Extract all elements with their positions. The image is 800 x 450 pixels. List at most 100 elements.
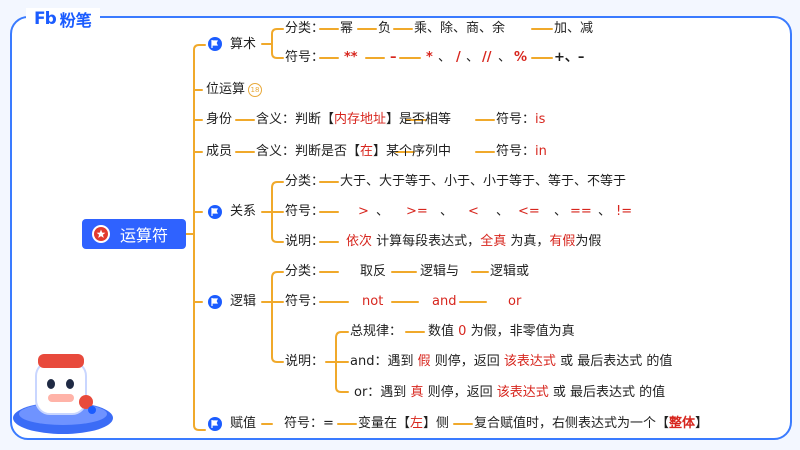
logic-rule-em: 0 [458, 324, 467, 339]
relation-desc-tail: 为假 [575, 234, 602, 249]
brand-mark: Fb [34, 9, 57, 29]
relation-sym-ne: != [616, 204, 633, 219]
assign-sym: 符号：= [284, 416, 334, 431]
assign-side-tail: 】侧 [423, 416, 450, 431]
member-meaning-label: 含义：判断是否【 [256, 144, 361, 159]
relation-type-label: 分类： [285, 174, 325, 189]
arith-sym-mod: % [514, 50, 528, 65]
logic-sym-label: 符号： [285, 294, 325, 309]
assign-compound-tail: 】 [695, 416, 709, 431]
arith-sym-label: 符号： [285, 50, 325, 65]
relation-sym-le: <= [518, 204, 540, 219]
arith-sym-pow: ** [344, 50, 358, 65]
arith-sep-3: 、 [498, 50, 512, 65]
logic-sym-or: or [508, 294, 522, 309]
arith-sep-2: 、 [466, 50, 480, 65]
logic-desc-label: 说明： [285, 354, 325, 369]
logic-sym-and: and [432, 294, 457, 309]
brand-logo: Fb 粉笔 [26, 8, 100, 30]
arith-type-4: 加、减 [554, 21, 594, 36]
arith-type-label: 分类： [285, 21, 325, 36]
arith-sym-neg: – [390, 50, 397, 65]
logic-or-mid: 则停，返回 [427, 385, 493, 400]
logic-or-em2: 该表达式 [496, 385, 549, 400]
member-label: 成员 [206, 144, 233, 159]
logic-and-mid: 则停，返回 [434, 354, 500, 369]
logic-rule-pre: 数值 [428, 324, 455, 339]
assign-label: 赋值 [230, 416, 257, 431]
arith-type-1: 幂 [340, 21, 354, 36]
logic-and-tail: 或 最后表达式 的值 [560, 354, 673, 369]
relation-desc-mid2: 为真， [510, 234, 550, 249]
relation-label: 关系 [230, 204, 257, 219]
member-sym-label: 符号： [496, 144, 536, 159]
member-meaning: 含义：判断是否【在】某个序列中 [256, 144, 451, 160]
identity-sym: 符号：is [496, 112, 545, 128]
relation-types: 大于、大于等于、小于、小于等于、等于、不等于 [340, 174, 627, 189]
logic-label: 逻辑 [230, 294, 257, 309]
root-label: 运算符 [120, 226, 169, 245]
arith-sym-floordiv: // [482, 50, 492, 65]
relation-sym-lt: < [468, 204, 479, 219]
assign-compound-em: 整体 [669, 416, 696, 431]
logic-or-em: 真 [410, 385, 424, 400]
assign-side-pre: 变量在【 [358, 416, 411, 431]
logic-and-em: 假 [417, 354, 431, 369]
logic-or-tail: 或 最后表达式 的值 [552, 385, 666, 400]
flag-icon [208, 37, 222, 51]
assign-side-em: 左 [410, 416, 424, 431]
arith-sep-1: 、 [438, 50, 452, 65]
logic-type-and: 逻辑与 [420, 264, 460, 279]
brand-name: 粉笔 [59, 11, 92, 30]
relation-sym-label: 符号： [285, 204, 325, 219]
assign-compound-pre: 复合赋值时，右侧表达式为一个【 [474, 416, 670, 431]
arith-sym-div: / [456, 50, 461, 65]
assign-side: 变量在【左】侧 [358, 416, 449, 432]
relation-sep-2: 、 [440, 204, 454, 219]
logic-type-or: 逻辑或 [490, 264, 530, 279]
mascot-illustration [13, 354, 113, 434]
identity-label: 身份 [206, 112, 233, 127]
bitwise-label: 位运算 [206, 82, 246, 97]
arith-label: 算术 [230, 37, 257, 52]
relation-sym-eq: == [570, 204, 592, 219]
flag-icon [208, 205, 222, 219]
relation-sep-5: 、 [598, 204, 612, 219]
logic-or-rule: or：遇到 真 则停，返回 该表达式 或 最后表达式 的值 [354, 385, 665, 401]
flag-icon [208, 417, 222, 431]
relation-sym-gt: > [358, 204, 369, 219]
bitwise-badge: 18 [248, 82, 263, 97]
logic-rule-tail: 为假，非零值为真 [470, 324, 575, 339]
member-sym: 符号：in [496, 144, 547, 160]
logic-type-label: 分类： [285, 264, 325, 279]
relation-sep-4: 、 [554, 204, 568, 219]
member-meaning-tail: 】某个序列中 [373, 144, 452, 159]
identity-meaning-label: 含义：判断【 [256, 112, 335, 127]
relation-sep-1: 、 [376, 204, 390, 219]
arith-sym-mul: * [426, 50, 433, 65]
logic-and-rule: and：遇到 假 则停，返回 该表达式 或 最后表达式 的值 [350, 354, 672, 370]
relation-desc-em1: 依次 [346, 234, 373, 249]
assign-compound: 复合赋值时，右侧表达式为一个【整体】 [474, 416, 708, 432]
logic-and-label: and：遇到 [350, 354, 414, 369]
logic-rule: 数值 0 为假，非零值为真 [428, 324, 575, 340]
root-node: 运算符 [82, 219, 186, 249]
arith-sym-addsub: +、– [554, 50, 585, 65]
member-meaning-em: 在 [360, 144, 374, 159]
logic-and-em2: 该表达式 [503, 354, 556, 369]
identity-meaning: 含义：判断【内存地址】是否相等 [256, 112, 451, 128]
relation-sym-ge: >= [406, 204, 428, 219]
star-icon [92, 225, 110, 243]
relation-desc-em2: 全真 [480, 234, 507, 249]
relation-desc: 说明： 依次 计算每段表达式，全真 为真，有假为假 [285, 234, 601, 250]
relation-desc-label: 说明： [285, 234, 325, 249]
logic-or-label: or：遇到 [354, 385, 407, 400]
flag-icon [208, 295, 222, 309]
relation-desc-mid: 计算每段表达式， [376, 234, 481, 249]
logic-sym-not: not [362, 294, 384, 309]
relation-sep-3: 、 [496, 204, 510, 219]
relation-desc-em3: 有假 [549, 234, 576, 249]
member-sym-value: in [535, 144, 547, 159]
